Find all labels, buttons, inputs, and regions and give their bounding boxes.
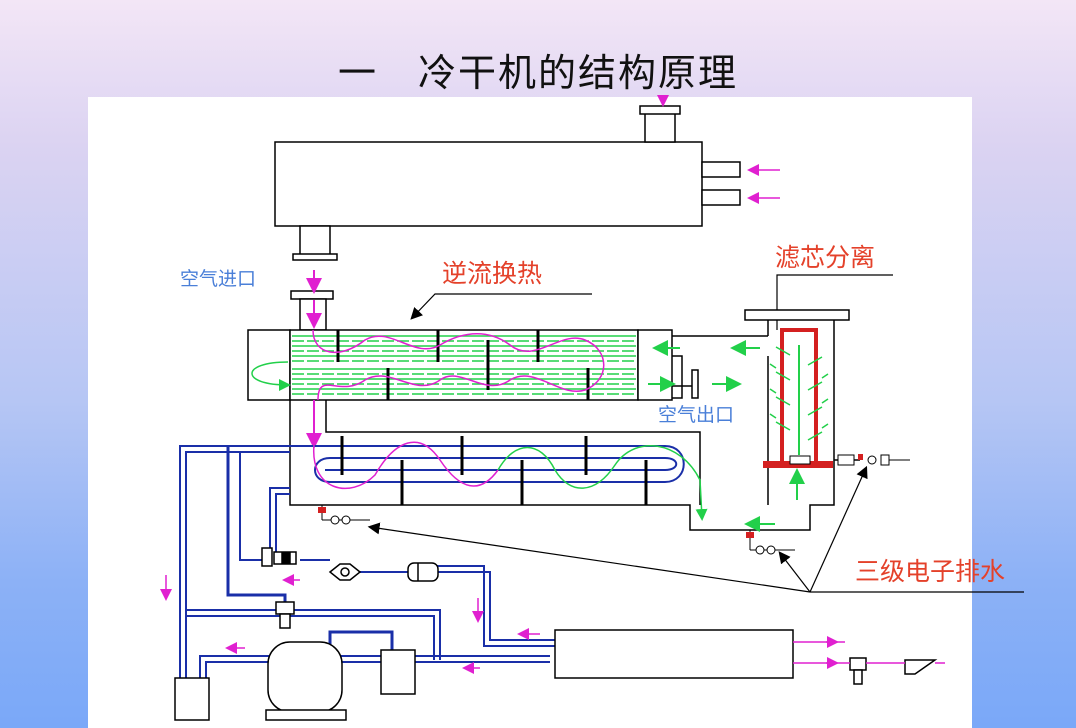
slide-title: 一 冷干机的结构原理 xyxy=(337,51,738,95)
filter-vessel xyxy=(744,309,910,532)
air-outlet-pipe xyxy=(672,335,768,399)
heat-exchanger xyxy=(247,329,673,401)
refrigerant-flow-arrows xyxy=(160,574,540,674)
outlet-flow-arrows xyxy=(648,340,760,392)
condenser-flow-arrows xyxy=(657,95,780,204)
evaporator xyxy=(289,320,835,531)
air-inlet-label: 空气进口 xyxy=(180,268,256,290)
filter-label: 滤芯分离 xyxy=(775,243,875,272)
air-inlet-pipe xyxy=(290,290,334,331)
drain-label: 三级电子排水 xyxy=(855,557,1005,586)
air-outlet-label: 空气出口 xyxy=(658,404,734,426)
counterflow-label: 逆流换热 xyxy=(442,259,542,288)
output-flow-arrows xyxy=(793,636,945,669)
counterflow-pointer xyxy=(410,293,592,320)
refrigeration-components xyxy=(174,547,938,721)
condenser-vessel xyxy=(274,105,741,261)
refrigerant-piping xyxy=(179,445,555,680)
drain-valves xyxy=(318,505,795,555)
filter-pointer xyxy=(776,274,893,330)
drain-pointers xyxy=(367,465,1024,593)
